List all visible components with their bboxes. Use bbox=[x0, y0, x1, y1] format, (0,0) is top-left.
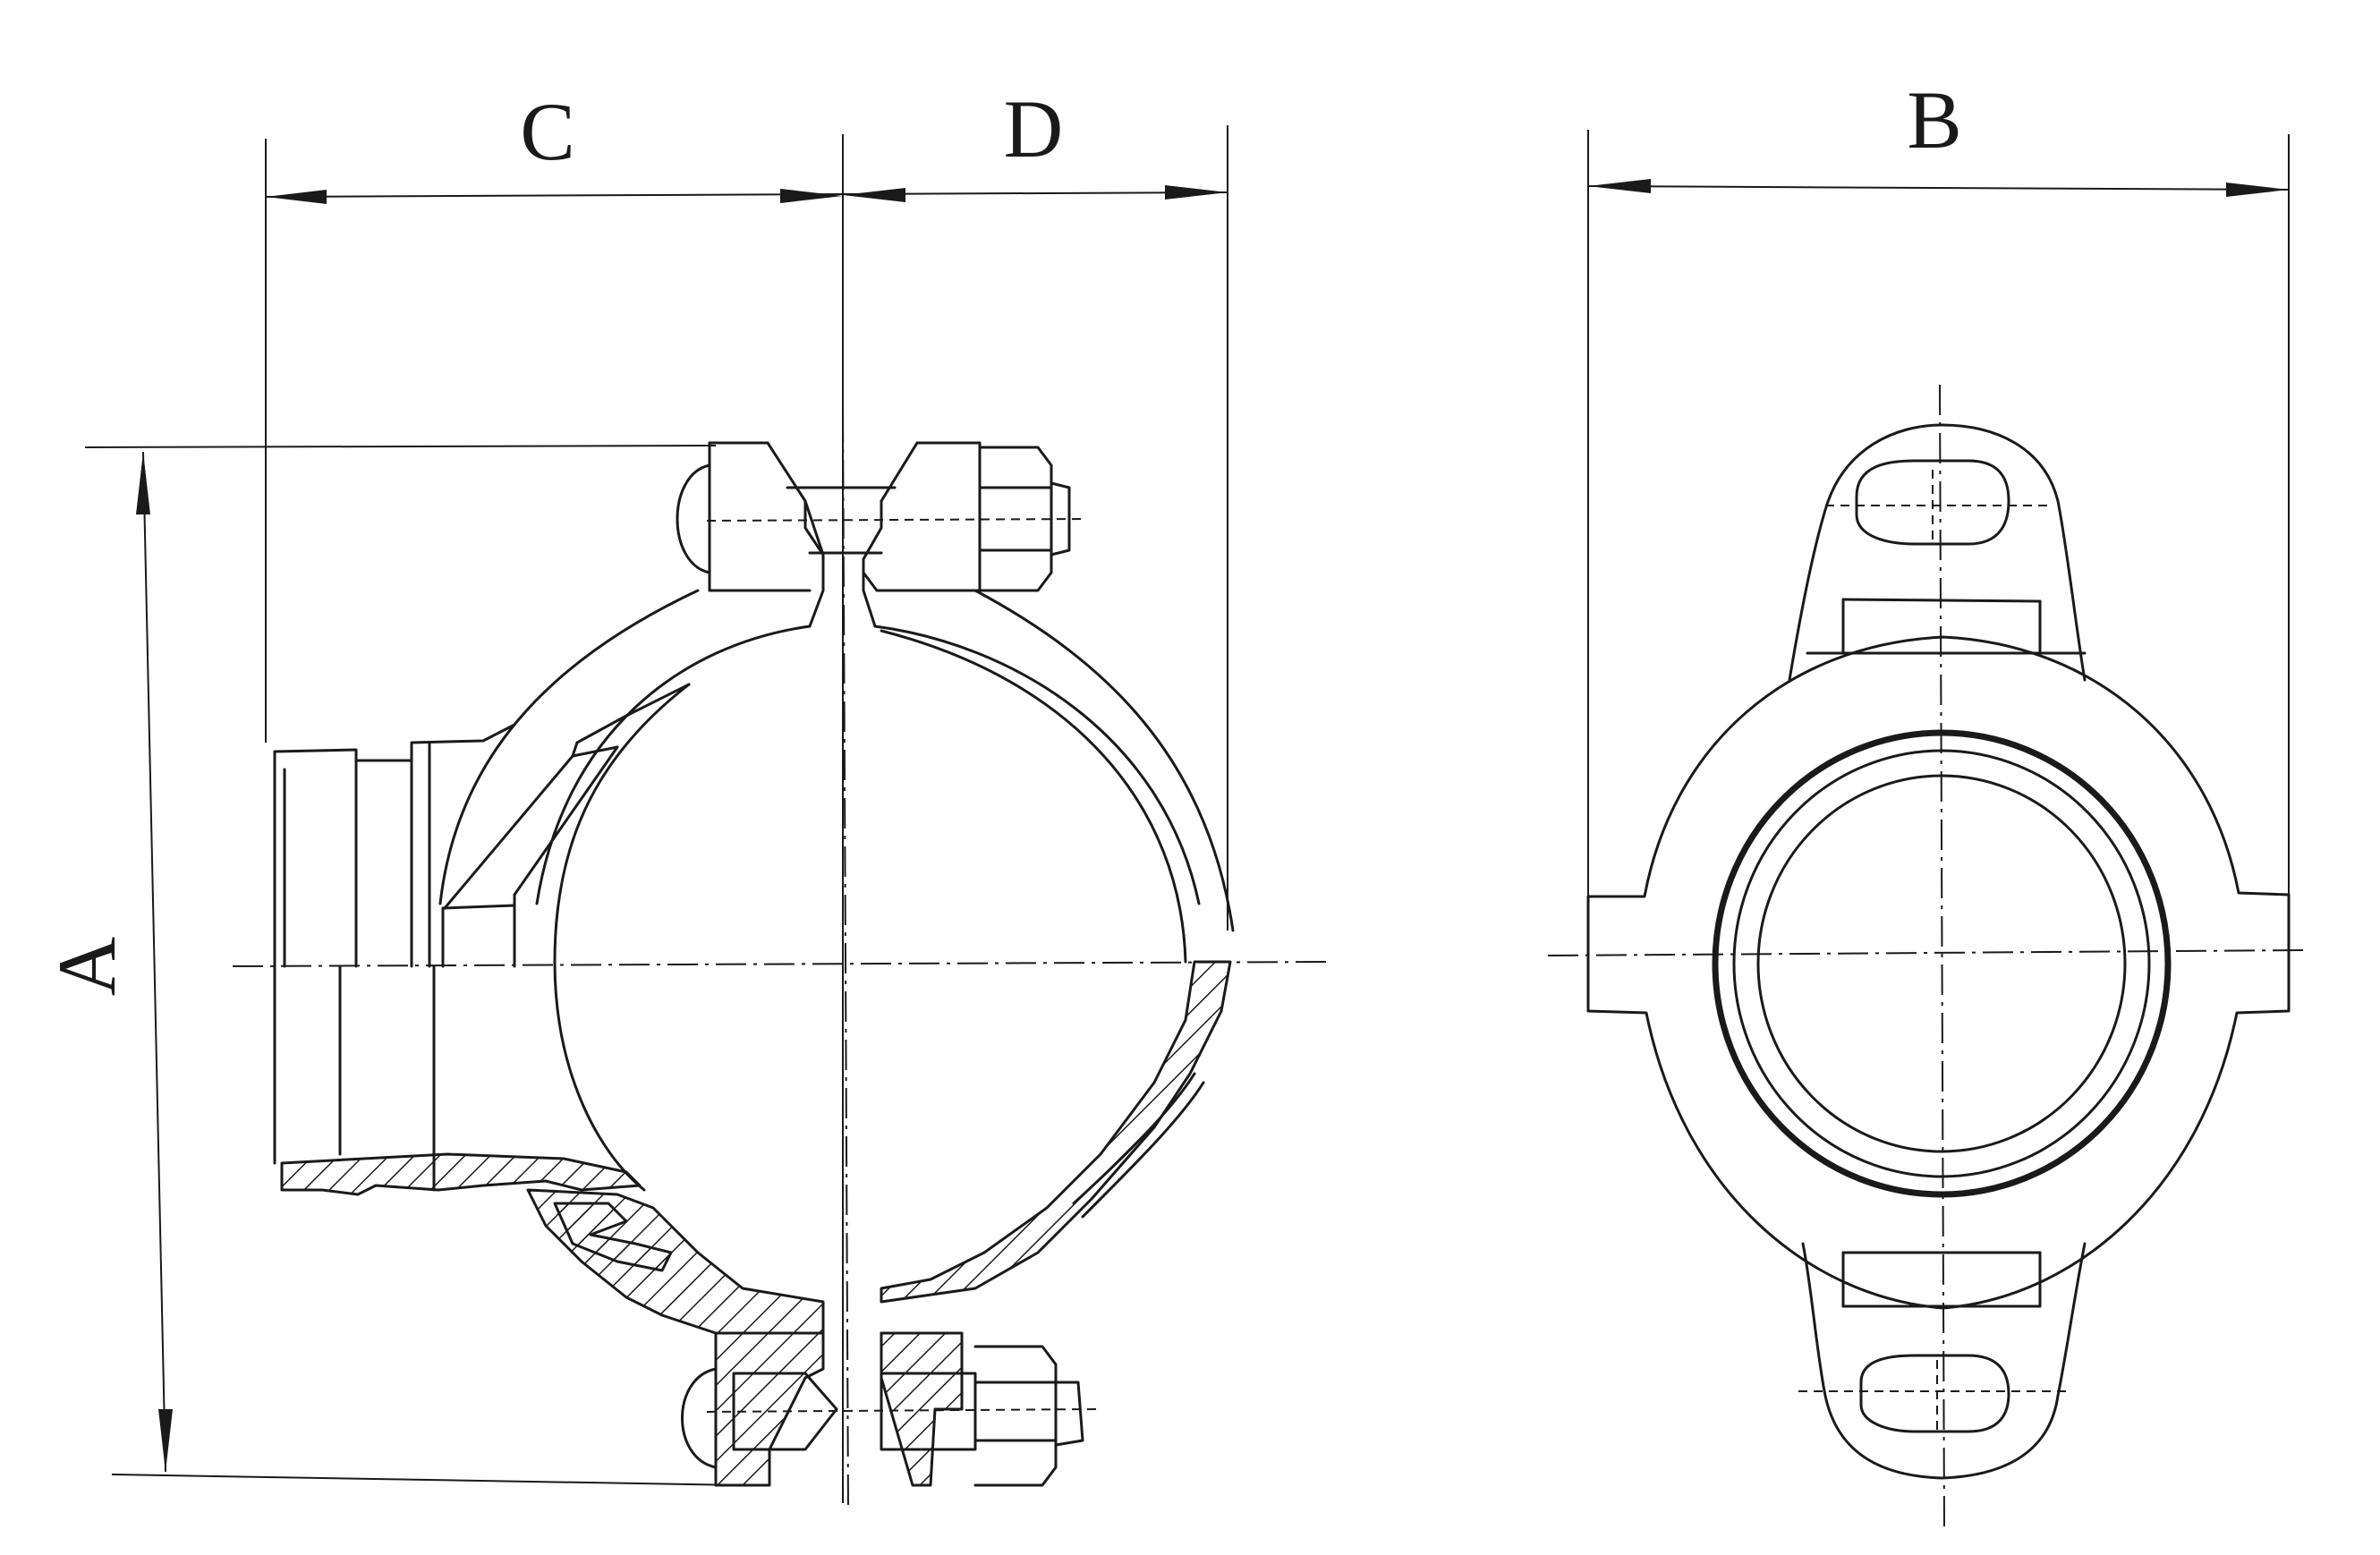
end-view-horizontal-centerline bbox=[1547, 949, 2305, 956]
bore-ring-outer bbox=[1712, 729, 2172, 1198]
top-ear bbox=[1788, 423, 2087, 682]
lower-section-hatched bbox=[280, 960, 1232, 1335]
dim-arrow bbox=[1588, 179, 1651, 193]
end-view-outer-body bbox=[1586, 635, 2291, 1310]
dimension-label-b: B bbox=[1907, 74, 1961, 166]
dimension-label-d: D bbox=[1004, 83, 1063, 174]
dim-arrow bbox=[158, 1409, 173, 1472]
dim-arrow bbox=[843, 188, 905, 202]
end-view-vertical-centerline bbox=[1939, 384, 1945, 1531]
bore-ring-middle bbox=[1732, 749, 2151, 1178]
dim-arrow bbox=[1165, 185, 1228, 200]
section-view: C D A bbox=[41, 83, 1334, 1513]
dimension-c-d: C D bbox=[265, 83, 1228, 1503]
dim-arrow bbox=[2226, 183, 2289, 197]
dimension-label-c: C bbox=[520, 86, 574, 177]
bore-ring-inner bbox=[1756, 774, 2127, 1153]
bottom-bolt-lug bbox=[681, 1331, 1097, 1487]
upper-clamp-body bbox=[438, 589, 1235, 1192]
dim-arrow bbox=[136, 452, 150, 514]
horizontal-centerline bbox=[232, 961, 1334, 967]
top-bolt-lug bbox=[676, 441, 1088, 628]
dimension-a: A bbox=[41, 445, 744, 1486]
top-bolt-axis bbox=[706, 518, 1088, 522]
outlet-boss bbox=[273, 723, 516, 1192]
vertical-centerline bbox=[842, 411, 849, 1513]
dim-arrow bbox=[780, 189, 843, 203]
dimension-b: B bbox=[1587, 74, 2290, 1011]
dimension-label-a: A bbox=[41, 937, 132, 996]
bottom-ear bbox=[1798, 1242, 2087, 1480]
bottom-bolt-axis bbox=[706, 1408, 1097, 1413]
end-view: B bbox=[1547, 74, 2305, 1531]
dim-arrow bbox=[266, 190, 327, 204]
